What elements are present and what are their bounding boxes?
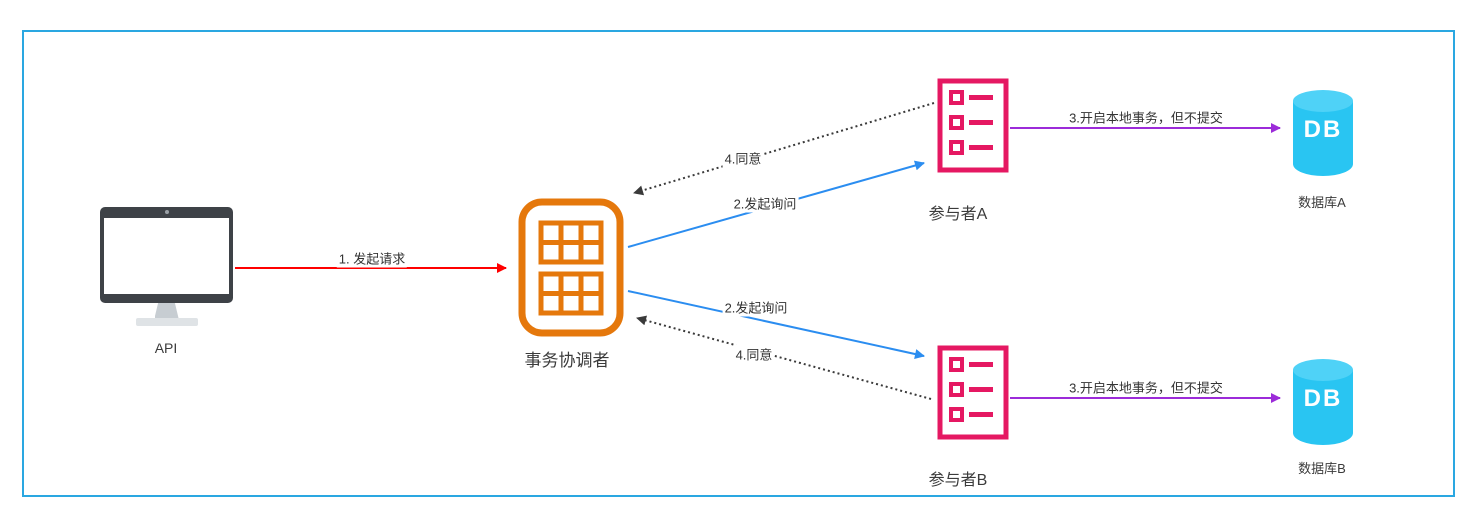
edge-label-agree-a: 4.同意	[722, 148, 764, 168]
edge-label-localtx-a: 3.开启本地事务，但不提交	[1067, 107, 1225, 127]
participant-a-checklist-icon	[937, 78, 1009, 178]
api-label: API	[154, 340, 178, 356]
monitor-base	[135, 318, 198, 326]
db-a-label: 数据库A	[1298, 195, 1346, 210]
edge-label-request: 1. 发起请求	[336, 248, 408, 268]
coordinator-label: 事务协调者	[524, 351, 610, 370]
edge-label-inquiry-b: 2.发起询问	[722, 297, 790, 317]
edge-label-inquiry-a: 2.发起询问	[731, 193, 799, 213]
participant-a-label: 参与者A	[928, 206, 988, 223]
database-a-cylinder-icon: DB	[1291, 88, 1355, 183]
monitor-stand	[154, 303, 179, 318]
db-a-text: DB	[1304, 116, 1343, 143]
monitor-camera-dot	[164, 210, 169, 214]
participant-b-checklist-icon	[937, 345, 1009, 445]
participant-b-label: 参与者B	[928, 472, 988, 489]
coordinator-table-grid-icon	[518, 198, 624, 342]
monitor-icon	[100, 207, 233, 326]
edge-label-localtx-b: 3.开启本地事务，但不提交	[1067, 377, 1225, 397]
monitor-screen	[100, 207, 233, 303]
database-b-cylinder-icon: DB	[1291, 357, 1355, 452]
edge-label-agree-b: 4.同意	[733, 344, 775, 364]
db-b-text: DB	[1304, 385, 1343, 412]
diagram-frame	[22, 30, 1455, 497]
db-b-label: 数据库B	[1298, 461, 1346, 476]
